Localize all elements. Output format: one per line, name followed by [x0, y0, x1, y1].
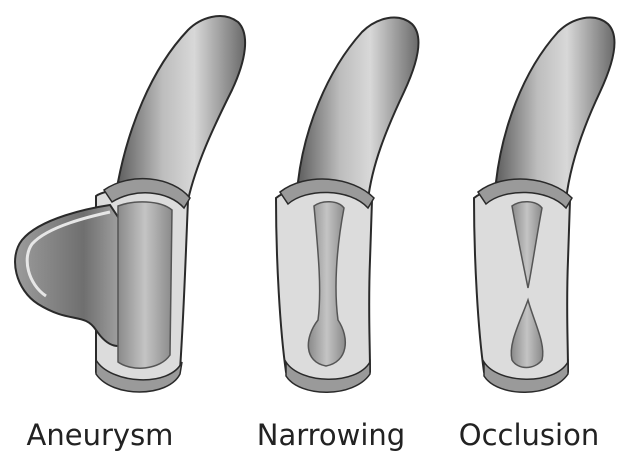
aneurysm-lumen [118, 202, 172, 368]
narrowing-upper-tube [298, 18, 418, 200]
narrowing-label: Narrowing [236, 418, 426, 452]
aneurysm-upper-tube [118, 16, 245, 200]
narrowing-vessel [276, 18, 418, 393]
occlusion-vessel [474, 18, 614, 393]
aneurysm-vessel [15, 16, 245, 392]
occlusion-label: Occlusion [440, 418, 618, 452]
aneurysm-label: Aneurysm [10, 418, 190, 452]
occlusion-upper-tube [496, 18, 614, 200]
